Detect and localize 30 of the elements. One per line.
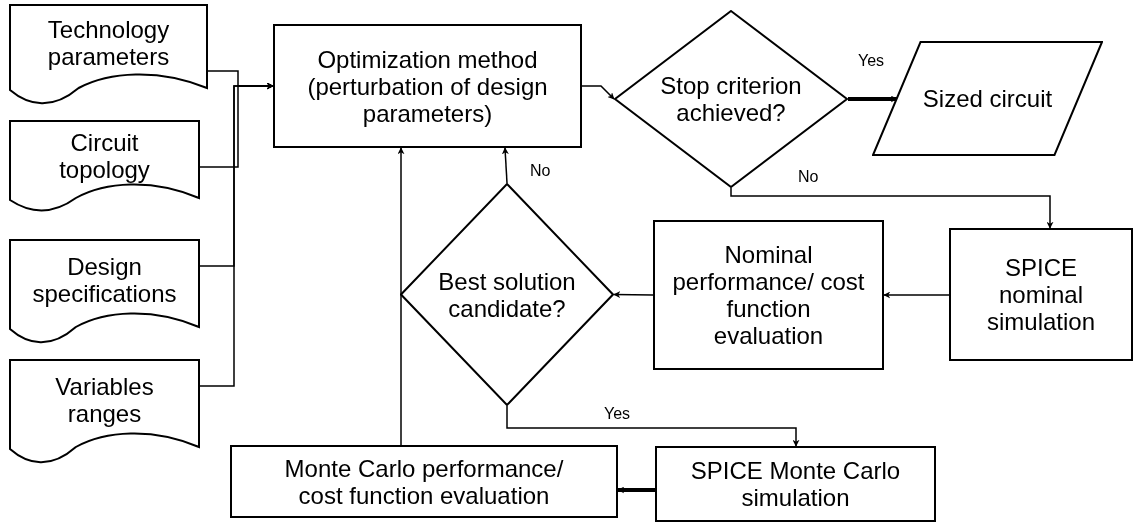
process-box [653,220,884,370]
decision-diamond [614,10,848,188]
node-text: Technology parameters [46,16,171,70]
node-text: Monte Carlo performance/ cost function evaluation [283,454,565,509]
node-text: Circuit topology [58,129,151,183]
process-box [273,24,582,148]
node-text: Nominal performance/ cost function evaluation [671,241,866,349]
document-shape [9,120,200,214]
process-box [949,228,1133,361]
node-text: SPICE nominal simulation [985,254,1096,335]
arrow [617,486,655,494]
arrow [501,147,509,184]
arrow [199,82,274,387]
node-text: Stop criterion achieved? [659,72,803,126]
process-box [655,446,936,522]
decision-diamond [400,183,614,406]
arrow [581,85,615,100]
process-box [230,445,618,518]
arrow [613,291,654,299]
node-text: Variables ranges [54,373,155,427]
arrow [730,187,1054,229]
arrow [506,405,800,447]
node-text: Best solution candidate? [437,267,577,322]
arrow [848,95,898,103]
node-text: Optimization method (perturbation of design parameters) [306,45,549,127]
arrow [397,147,405,446]
node-text: SPICE Monte Carlo simulation [689,457,902,511]
arrow [883,291,950,299]
node-text: Sized circuit [922,85,1053,112]
node-text: Design specifications [31,253,178,307]
